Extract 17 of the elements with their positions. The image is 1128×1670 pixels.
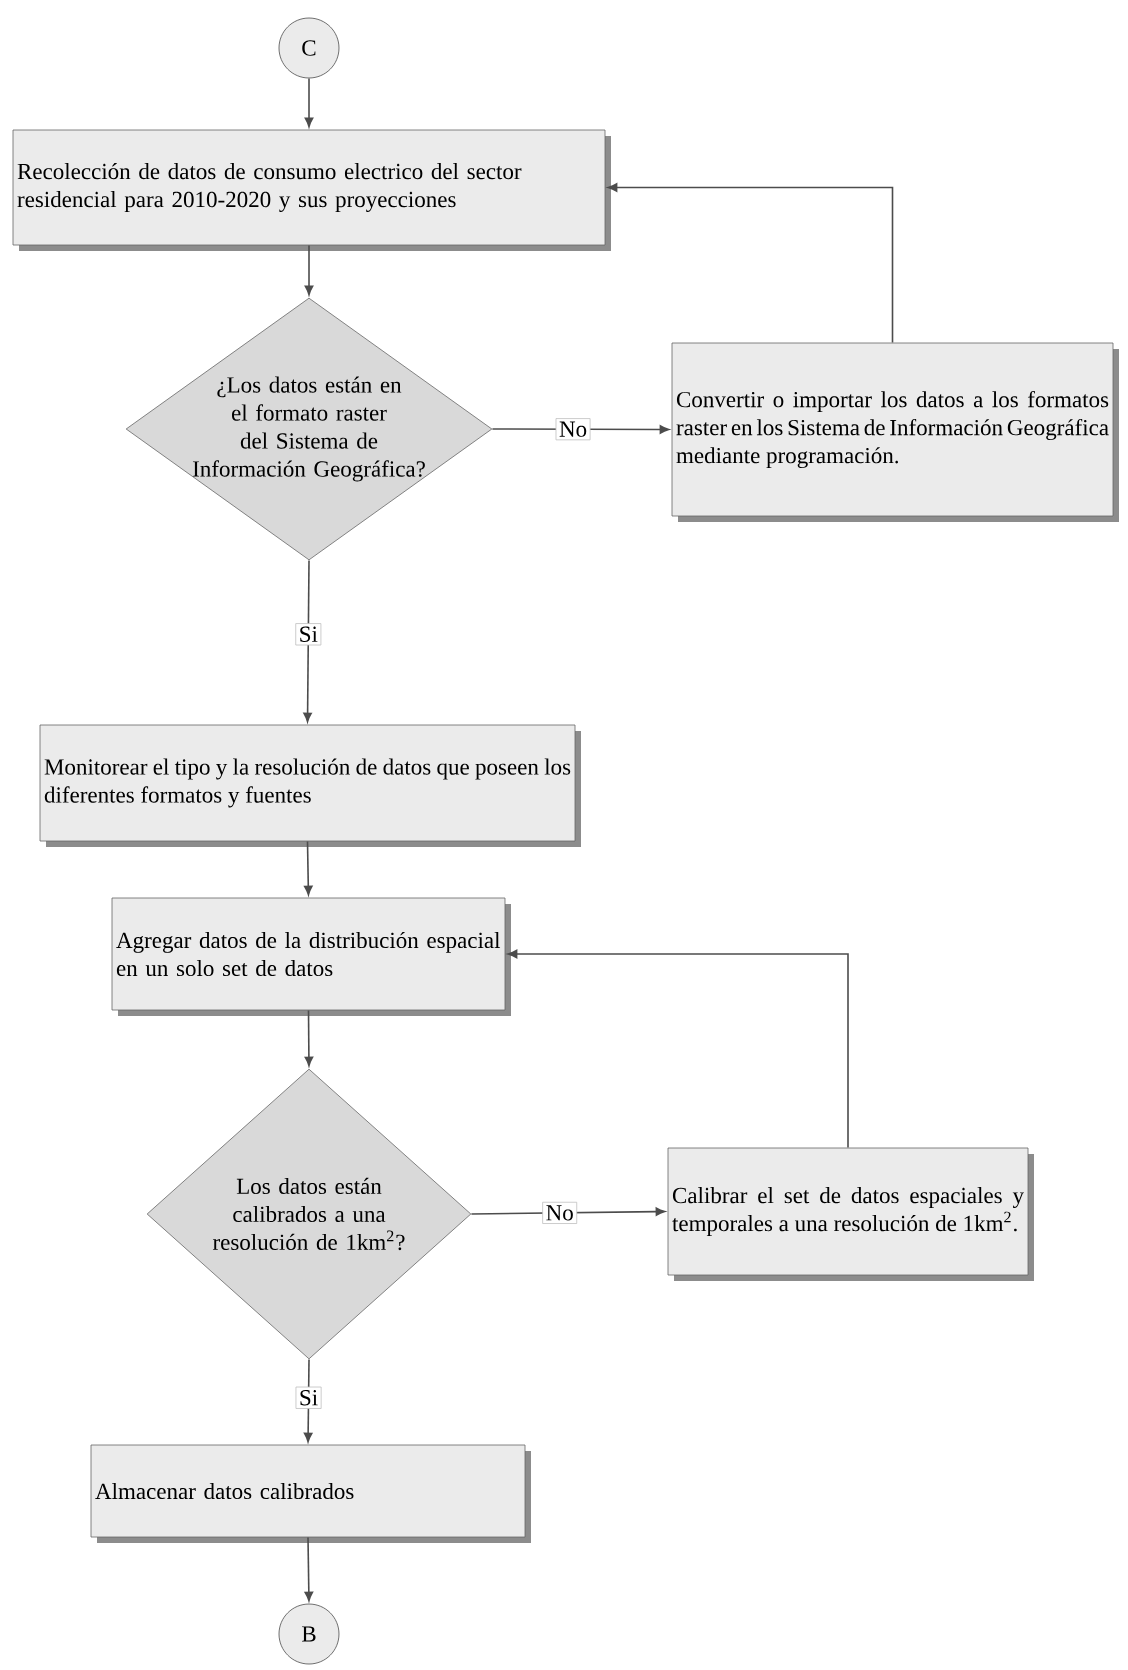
arrow (304, 1536, 314, 1602)
arrow (304, 1009, 314, 1067)
edge-label: No (542, 1201, 578, 1224)
process-box: Agregar datos de la distribución espacial en un solo set de datos (111, 897, 511, 1016)
arrow (303, 840, 313, 896)
edge-label: Si (295, 623, 322, 646)
process-box: Monitorear el tipo y la resolución de datos que poseen los diferentes formatos y fuentes (39, 724, 581, 847)
arrow (507, 949, 849, 1149)
arrow (607, 183, 894, 344)
edge-label: No (555, 418, 591, 441)
arrow (304, 244, 314, 296)
process-box: Recolección de datos de consumo electrico del sector residencial para 2010-2020 y sus proyecciones (12, 129, 611, 251)
edge-label: Si (295, 1386, 322, 1409)
process-box: Convertir o importar los datos a los formatos raster en los Sistema de Información Geográfica mediante programación. (671, 342, 1119, 522)
arrow (304, 77, 314, 128)
process-box: Calibrar el set de datos espaciales y temporales a una resolución de 1km$^{2}$. (667, 1147, 1034, 1281)
process-box: Almacenar datos calibrados (90, 1444, 531, 1543)
